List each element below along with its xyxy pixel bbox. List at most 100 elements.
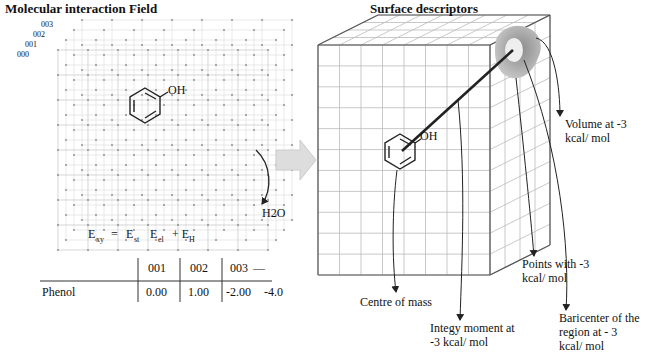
- grid-line: [82, 70, 292, 71]
- grid-point: [237, 74, 239, 76]
- grid-point: [147, 149, 149, 151]
- grid-point: [185, 114, 187, 116]
- grid-point: [147, 224, 149, 226]
- grid-point: [267, 149, 269, 151]
- table-cell: Phenol: [42, 286, 75, 300]
- callout-label: Points with -3 kcal/ mol: [522, 258, 610, 286]
- grid-point: [125, 139, 127, 141]
- table-header: —: [253, 262, 265, 276]
- grid-point: [163, 29, 165, 31]
- grid-line: [58, 250, 268, 251]
- equation-term: E: [126, 228, 133, 242]
- grid-point: [171, 144, 173, 146]
- grid-point: [95, 114, 97, 116]
- grid-point: [163, 104, 165, 106]
- grid-line: [82, 20, 292, 21]
- grid-point: [261, 144, 263, 146]
- grid-point: [275, 64, 277, 66]
- grid-point: [245, 164, 247, 166]
- grid-point: [73, 54, 75, 56]
- grid-point: [231, 169, 233, 171]
- grid-line: [96, 40, 97, 240]
- grid-point: [73, 204, 75, 206]
- grid-line: [318, 170, 490, 171]
- grid-point: [125, 164, 127, 166]
- grid-point: [95, 189, 97, 191]
- grid-point: [147, 199, 149, 201]
- grid-point: [111, 119, 113, 121]
- grid-line: [318, 128, 490, 129]
- grid-line: [468, 45, 469, 275]
- grid-point: [117, 249, 119, 251]
- grid-line: [216, 40, 217, 240]
- grid-point: [223, 104, 225, 106]
- grid-point: [171, 19, 173, 21]
- grid-point: [103, 179, 105, 181]
- table-cell: -2.00: [226, 286, 251, 300]
- grid-point: [65, 239, 67, 241]
- grid-point: [81, 194, 83, 196]
- atom-label: OH: [420, 130, 437, 144]
- grid-line: [489, 45, 490, 275]
- grid-point: [111, 44, 113, 46]
- grid-point: [87, 124, 89, 126]
- grid-line: [318, 45, 490, 46]
- grid-line: [156, 40, 157, 240]
- grid-point: [177, 149, 179, 151]
- grid-point: [171, 119, 173, 121]
- equation-sub: xy: [96, 235, 104, 244]
- table-header: 002: [190, 262, 208, 276]
- grid-line: [58, 50, 268, 51]
- callout-label: Centre of mass: [360, 296, 432, 310]
- grid-point: [193, 204, 195, 206]
- equation-sub: el: [158, 235, 164, 244]
- grid-line: [333, 37, 505, 38]
- grid-line: [318, 45, 319, 275]
- grid-point: [163, 179, 165, 181]
- grid-field: [57, 19, 293, 251]
- grid-point: [245, 89, 247, 91]
- grid-line: [208, 50, 209, 250]
- grid-point: [245, 214, 247, 216]
- grid-point: [275, 39, 277, 41]
- grid-line: [88, 50, 89, 250]
- grid-point: [111, 169, 113, 171]
- grid-point: [87, 224, 89, 226]
- grid-line: [317, 45, 318, 275]
- grid-point: [111, 94, 113, 96]
- grid-point: [193, 54, 195, 56]
- grid-point: [283, 129, 285, 131]
- grid-point: [237, 49, 239, 51]
- grid-line: [318, 44, 490, 45]
- grid-point: [261, 169, 263, 171]
- equation-sub: st: [134, 235, 139, 244]
- grid-point: [111, 144, 113, 146]
- grid-point: [87, 74, 89, 76]
- grid-line: [66, 40, 276, 41]
- grid-point: [267, 99, 269, 101]
- grid-point: [283, 204, 285, 206]
- grid-line: [361, 45, 362, 275]
- grid-point: [95, 139, 97, 141]
- grid-point: [141, 169, 143, 171]
- grid-point: [185, 164, 187, 166]
- grid-point: [171, 69, 173, 71]
- grid-point: [185, 39, 187, 41]
- grid-point: [223, 129, 225, 131]
- grid-point: [87, 249, 89, 251]
- grid-point: [95, 214, 97, 216]
- grid-point: [201, 119, 203, 121]
- grid-line: [292, 20, 293, 220]
- grid-point: [117, 199, 119, 201]
- grid-point: [215, 39, 217, 41]
- grid-point: [103, 204, 105, 206]
- equation-term: + E: [172, 228, 189, 242]
- grid-line: [58, 75, 268, 76]
- grid-point: [261, 44, 263, 46]
- grid-point: [185, 139, 187, 141]
- grid-point: [215, 189, 217, 191]
- equation-term: E: [88, 228, 95, 242]
- grid-point: [133, 179, 135, 181]
- grid-point: [237, 224, 239, 226]
- grid-line: [74, 205, 284, 206]
